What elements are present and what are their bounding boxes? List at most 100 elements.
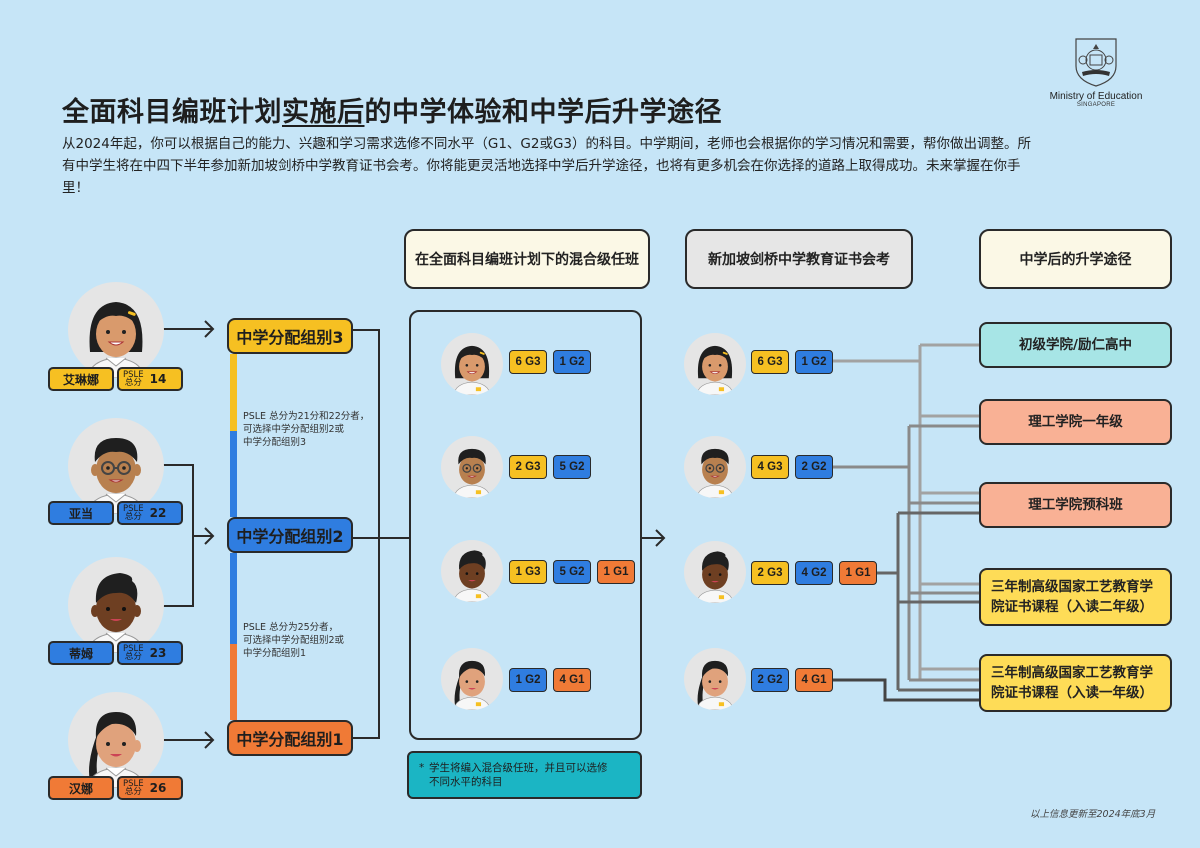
- last-updated-note: 以上信息更新至2024年底3月: [1030, 809, 1156, 820]
- class-avatar-student-2: [441, 436, 503, 498]
- subject-chip-g1: 4 G1: [553, 668, 591, 692]
- subject-chip-g2: 5 G2: [553, 455, 591, 479]
- bar-pg2-upper-range: [230, 431, 237, 517]
- exam-avatar-student-1: [684, 333, 746, 395]
- student-boy-quiff-icon: [696, 551, 734, 603]
- psle-label-bottom: 总分: [124, 787, 142, 797]
- posting-group-2: 中学分配组别2: [227, 517, 353, 553]
- title-part2: 的中学体验和中学后升学途径: [364, 97, 722, 128]
- pathway-ite-year2: 三年制高级国家工艺教育学院证书课程（入读二年级）: [979, 568, 1172, 626]
- psle-label-bottom: 总分: [124, 652, 142, 662]
- note-line: 可选择中学分配组别2或: [243, 424, 345, 435]
- moe-logo: Ministry of Education SINGAPORE: [1046, 36, 1146, 108]
- note-line: 中学分配组别1: [243, 648, 307, 659]
- bar-pg1-range: [230, 644, 237, 720]
- subject-chip-g1: 4 G1: [795, 668, 833, 692]
- psle-label-top: PSLE: [123, 504, 144, 514]
- subject-chip-g3: 2 G3: [751, 561, 789, 585]
- psle-label-top: PSLE: [123, 370, 144, 380]
- subject-chip-g2: 2 G2: [751, 668, 789, 692]
- exam-subjects-student-4: 2 G2 4 G1: [751, 668, 833, 692]
- note-line: 可选择中学分配组别2或: [243, 635, 345, 646]
- class-subjects-student-3: 1 G3 5 G2 1 G1: [509, 560, 635, 584]
- arrow-head: [204, 731, 215, 749]
- subject-chip-g3: 1 G3: [509, 560, 547, 584]
- pathway-jc-mi: 初级学院/励仁高中: [979, 322, 1172, 368]
- class-avatar-student-4: [441, 648, 503, 710]
- note-upper: PSLE 总分为21分和22分者， 可选择中学分配组别2或 中学分配组别3: [243, 410, 369, 449]
- student-girl-ponytail-icon: [453, 660, 491, 710]
- posting-group-1: 中学分配组别1: [227, 720, 353, 756]
- subject-chip-g2: 1 G2: [509, 668, 547, 692]
- footnote-star: *: [419, 762, 425, 774]
- psle-label-top: PSLE: [123, 644, 144, 654]
- student-boy-quiff-icon: [87, 573, 145, 653]
- header-pathways: 中学后的升学途径: [979, 229, 1172, 289]
- student-name-tag: 艾琳娜: [48, 367, 114, 391]
- footnote-text: 学生将编入混合级任班，并且可以选修: [429, 762, 608, 774]
- bar-pg2-lower-range: [230, 553, 237, 644]
- psle-label-bottom: 总分: [124, 378, 142, 388]
- header-mixed-form-class: 在全面科目编班计划下的混合级任班: [404, 229, 650, 289]
- psle-score: 23: [149, 646, 167, 660]
- title-part1: 全面科目编班计划: [62, 97, 282, 128]
- arrow-head: [204, 320, 215, 338]
- psle-label-bottom: 总分: [124, 512, 142, 522]
- student-girl-ponytail-icon: [87, 712, 145, 788]
- mixed-form-class-box: [409, 310, 642, 740]
- class-subjects-student-4: 1 G2 4 G1: [509, 668, 591, 692]
- exam-subjects-student-3: 2 G3 4 G2 1 G1: [751, 561, 877, 585]
- exam-subjects-student-1: 6 G3 1 G2: [751, 350, 833, 374]
- footnote-box: *学生将编入混合级任班，并且可以选修 不同水平的科目: [407, 751, 642, 799]
- page-title: 全面科目编班计划实施后的中学体验和中学后升学途径: [62, 90, 722, 129]
- student-girl-ponytail-icon: [696, 660, 734, 710]
- bracket-line: [353, 329, 380, 739]
- student-name-tag: 亚当: [48, 501, 114, 525]
- student-boy-quiff-icon: [453, 550, 491, 602]
- subject-chip-g3: 6 G3: [509, 350, 547, 374]
- psle-score: 14: [149, 372, 167, 386]
- pathway-poly-foundation: 理工学院预科班: [979, 482, 1172, 528]
- bar-pg3-range: [230, 354, 237, 431]
- subject-chip-g3: 2 G3: [509, 455, 547, 479]
- pathway-ite-year1: 三年制高级国家工艺教育学院证书课程（入读一年级）: [979, 654, 1172, 712]
- pathway-lines-student2: [830, 424, 979, 682]
- student-girl-bob-icon: [453, 345, 491, 395]
- student-name-tag: 汉娜: [48, 776, 114, 800]
- note-line: PSLE 总分为25分者，: [243, 622, 339, 633]
- subject-chip-g2: 1 G2: [795, 350, 833, 374]
- logo-name: Ministry of Education: [1049, 91, 1143, 102]
- student-girl-bob-icon: [87, 302, 145, 378]
- note-lower: PSLE 总分为25分者， 可选择中学分配组别2或 中学分配组别1: [243, 621, 344, 660]
- subject-chip-g3: 4 G3: [751, 455, 789, 479]
- subject-chip-g2: 5 G2: [553, 560, 591, 584]
- avatar-student-4: [68, 692, 164, 788]
- class-avatar-student-1: [441, 333, 503, 395]
- logo-country: SINGAPORE: [1076, 102, 1116, 108]
- class-subjects-student-1: 6 G3 1 G2: [509, 350, 591, 374]
- pathway-lines-student1: [830, 343, 979, 680]
- bracket-line: [163, 464, 194, 607]
- pathway-poly-year1: 理工学院一年级: [979, 399, 1172, 445]
- note-line: PSLE 总分为21分和22分者，: [243, 411, 370, 422]
- arrow-head: [204, 527, 215, 545]
- posting-group-3: 中学分配组别3: [227, 318, 353, 354]
- intro-paragraph: 从2024年起，你可以根据自己的能力、兴趣和学习需求选修不同水平（G1、G2或G…: [62, 136, 1032, 196]
- avatar-student-3: [68, 557, 164, 653]
- class-avatar-student-3: [441, 540, 503, 602]
- class-subjects-student-2: 2 G3 5 G2: [509, 455, 591, 479]
- psle-label-top: PSLE: [123, 779, 144, 789]
- student-name-tag: 蒂姆: [48, 641, 114, 665]
- student-girl-bob-icon: [696, 345, 734, 395]
- student-boy-glasses-icon: [696, 448, 734, 498]
- footnote-line1: * 学生将编入混合级任班，并且可以选修: [419, 761, 630, 775]
- subject-chip-g3: 6 G3: [751, 350, 789, 374]
- subject-chip-g2: 2 G2: [795, 455, 833, 479]
